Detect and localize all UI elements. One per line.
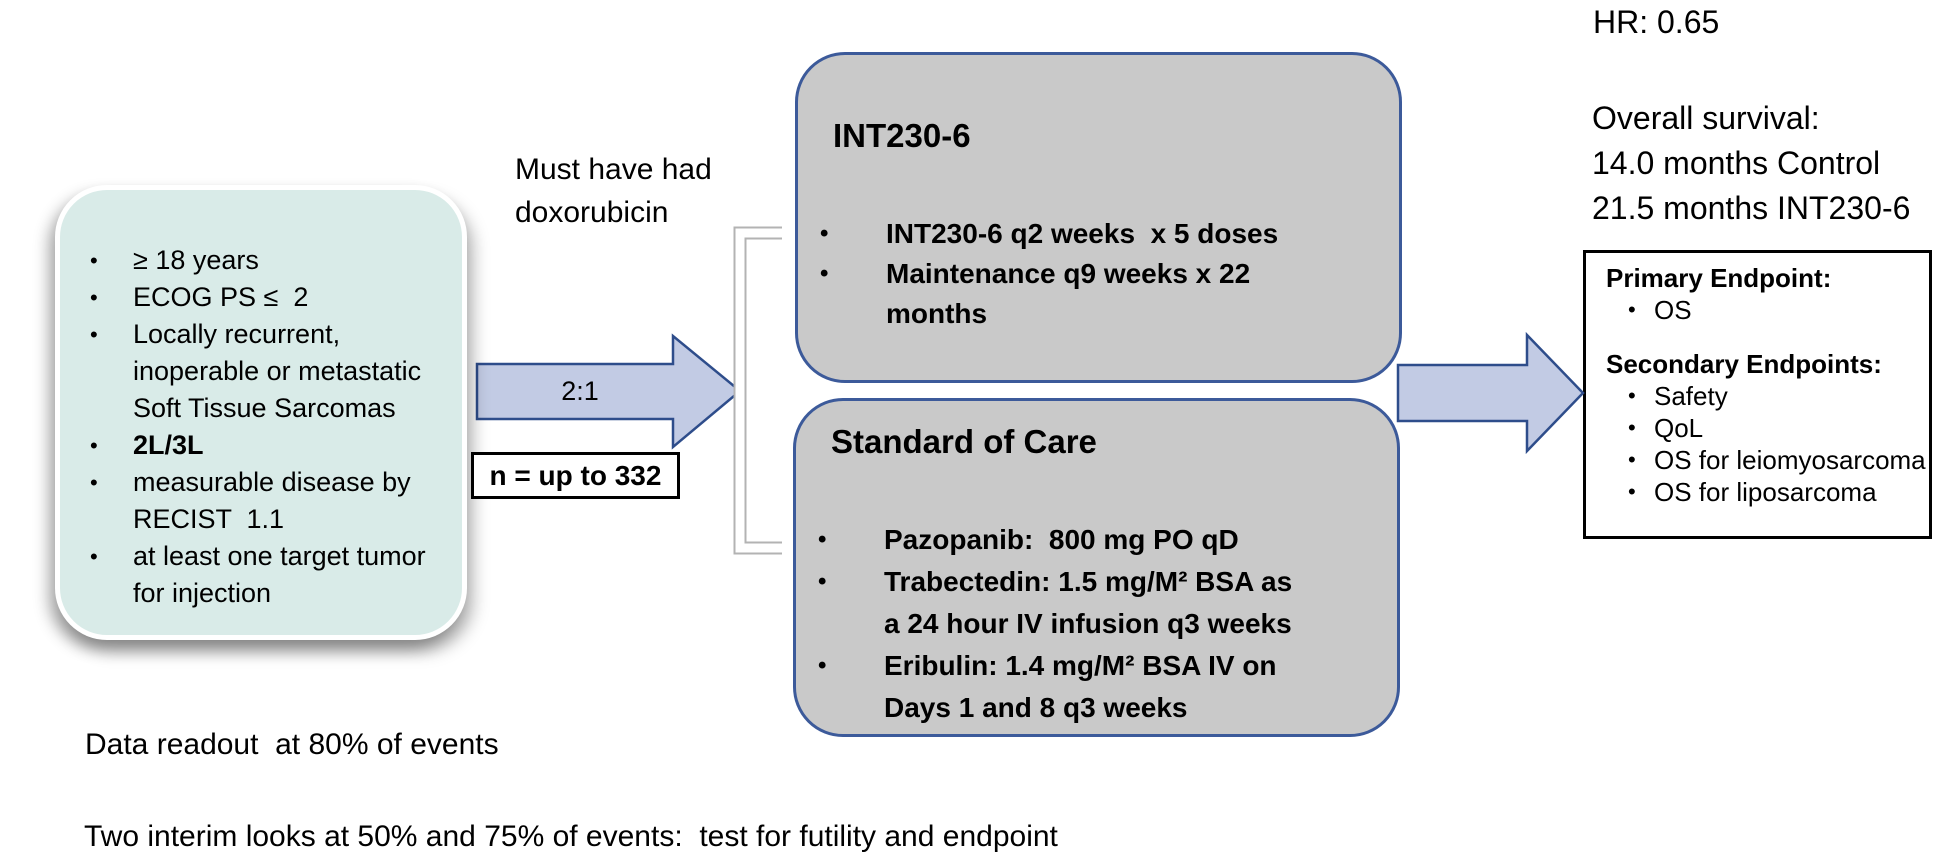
int230-6-arm-title: INT230-6 <box>833 117 971 154</box>
list-item-label: Eribulin: 1.4 mg/M² BSA IV on Days 1 and… <box>884 650 1277 723</box>
endpoints-box: Primary Endpoint: • OS Secondary Endpoint… <box>1583 250 1932 539</box>
randomization-arrow-icon <box>475 333 742 450</box>
results-arrow-icon <box>1396 331 1585 455</box>
int230-6-arm-box: INT230-6 • INT230-6 q2 weeks x 5 doses • Ma… <box>795 52 1402 383</box>
bullet-icon: • <box>1628 383 1636 408</box>
bullet-icon: • <box>820 260 829 287</box>
footnote-interim-looks: Two interim looks at 50% and 75% of even… <box>84 820 1058 853</box>
list-item: • measurable disease by RECIST 1.1 <box>90 464 450 538</box>
doxorubicin-requirement-text: Must have had doxorubicin <box>515 153 712 229</box>
bullet-icon: • <box>818 526 827 553</box>
sample-size-box: n = up to 332 <box>471 452 680 499</box>
list-item-label: at least one target tumor for injection <box>133 541 426 608</box>
list-item-label: 2L/3L <box>133 430 204 460</box>
list-item-label: OS <box>1654 295 1692 325</box>
list-item: • OS for leiomyosarcoma <box>1606 444 1927 476</box>
randomization-ratio-label: 2:1 <box>561 376 599 406</box>
list-item: • Eribulin: 1.4 mg/M² BSA IV on Days 1 an… <box>818 645 1381 729</box>
list-item: • Locally recurrent, inoperable or metast… <box>90 316 450 427</box>
footnote-data-readout: Data readout at 80% of events <box>85 728 499 761</box>
bullet-icon: • <box>1628 479 1636 504</box>
list-item: • OS <box>1606 294 1927 326</box>
list-item-label: QoL <box>1654 413 1704 443</box>
list-item-label: Locally recurrent, inoperable or metasta… <box>133 319 422 423</box>
secondary-endpoints-title: Secondary Endpoints: <box>1606 349 1882 379</box>
bullet-icon: • <box>820 220 829 247</box>
list-item-label: OS for leiomyosarcoma <box>1654 445 1926 475</box>
list-item-label: ≥ 18 years <box>133 245 259 275</box>
list-item: • INT230-6 q2 weeks x 5 doses <box>820 214 1383 254</box>
bullet-icon: • <box>1628 415 1636 440</box>
standard-of-care-arm-box: Standard of Care • Pazopanib: 800 mg PO q… <box>793 398 1400 737</box>
list-item-label: ECOG PS ≤ 2 <box>133 282 309 312</box>
list-item: • Pazopanib: 800 mg PO qD <box>818 519 1381 561</box>
bullet-icon: • <box>1628 447 1636 472</box>
list-item-label: Safety <box>1654 381 1728 411</box>
bullet-icon: • <box>1628 297 1636 322</box>
eligibility-list: • ≥ 18 years • ECOG PS ≤ 2 • Locally recurren… <box>90 242 450 612</box>
list-item: • Safety <box>1606 380 1927 412</box>
overall-survival-text: Overall survival: 14.0 months Control 21… <box>1592 100 1911 226</box>
list-item: • ECOG PS ≤ 2 <box>90 279 450 316</box>
list-item: • QoL <box>1606 412 1927 444</box>
bullet-icon: • <box>90 285 98 310</box>
bullet-icon: • <box>818 652 827 679</box>
list-item-label: measurable disease by RECIST 1.1 <box>133 467 411 534</box>
list-item: • at least one target tumor for injection <box>90 538 450 612</box>
list-item-label: Pazopanib: 800 mg PO qD <box>884 524 1239 555</box>
primary-endpoint-title: Primary Endpoint: <box>1606 263 1832 293</box>
standard-of-care-arm-title: Standard of Care <box>831 423 1097 460</box>
bullet-icon: • <box>90 544 98 569</box>
bullet-icon: • <box>818 568 827 595</box>
int230-6-arm-list: • INT230-6 q2 weeks x 5 doses • Maintenance… <box>820 214 1383 334</box>
bullet-icon: • <box>90 470 98 495</box>
bracket-icon <box>733 226 782 555</box>
list-item-label: INT230-6 q2 weeks x 5 doses <box>886 218 1279 249</box>
hazard-ratio-text: HR: 0.65 <box>1593 4 1720 40</box>
eligibility-box: • ≥ 18 years • ECOG PS ≤ 2 • Locally recurren… <box>55 185 467 640</box>
list-item: • Maintenance q9 weeks x 22 months <box>820 254 1383 334</box>
list-item: • 2L/3L <box>90 427 450 464</box>
list-item-label: Maintenance q9 weeks x 22 months <box>886 258 1251 329</box>
bullet-icon: • <box>90 248 98 273</box>
standard-of-care-arm-list: • Pazopanib: 800 mg PO qD • Trabectedin: 1.… <box>818 519 1381 729</box>
list-item: • OS for liposarcoma <box>1606 476 1927 508</box>
list-item-label: OS for liposarcoma <box>1654 477 1877 507</box>
list-item-label: Trabectedin: 1.5 mg/M² BSA as a 24 hour … <box>884 566 1293 639</box>
secondary-endpoints-list: • Safety • QoL • OS for leiomyosarcoma • OS for… <box>1606 380 1927 508</box>
bullet-icon: • <box>90 322 98 347</box>
primary-endpoint-list: • OS <box>1606 294 1927 326</box>
sample-size-label: n = up to 332 <box>489 459 662 491</box>
list-item: • Trabectedin: 1.5 mg/M² BSA as a 24 hour… <box>818 561 1381 645</box>
bullet-icon: • <box>90 433 98 458</box>
list-item: • ≥ 18 years <box>90 242 450 279</box>
